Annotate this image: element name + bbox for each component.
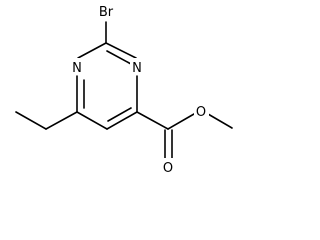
- bond-c6-c5: [76, 111, 108, 130]
- carbonyl-oxygen-atom-label: O: [163, 161, 173, 176]
- bond-c2-n3: [105, 42, 137, 59]
- nitrogen-right-atom-label: N: [132, 61, 142, 76]
- nitrogen-right-label-mask: [130, 58, 145, 75]
- bond-c6-ch2: [45, 111, 78, 130]
- bond-o-methyl: [207, 113, 233, 129]
- bond-ch2-ch3: [15, 111, 47, 130]
- bromine-atom-label: Br: [99, 5, 114, 20]
- bromine-label-mask: [96, 2, 118, 20]
- carbonyl-oxygen-label-mask: [161, 158, 176, 175]
- nitrogen-left-atom-label: N: [72, 61, 82, 76]
- bond-c5-c4-inner: [107, 107, 132, 122]
- ester-oxygen-label-mask: [194, 102, 209, 119]
- nitrogen-left-label-mask: [70, 58, 85, 75]
- bond-c2-n3-inner: [106, 50, 132, 65]
- bond-c4-carbonyl-c: [136, 111, 169, 130]
- ester-oxygen-atom-label: O: [196, 105, 206, 120]
- bond-c5-c4: [106, 111, 138, 130]
- bond-carbonyl-c-o: [167, 113, 195, 130]
- molecule-structure-diagram: Br N N O O: [15, 2, 233, 176]
- bond-c2-n1: [77, 42, 107, 59]
